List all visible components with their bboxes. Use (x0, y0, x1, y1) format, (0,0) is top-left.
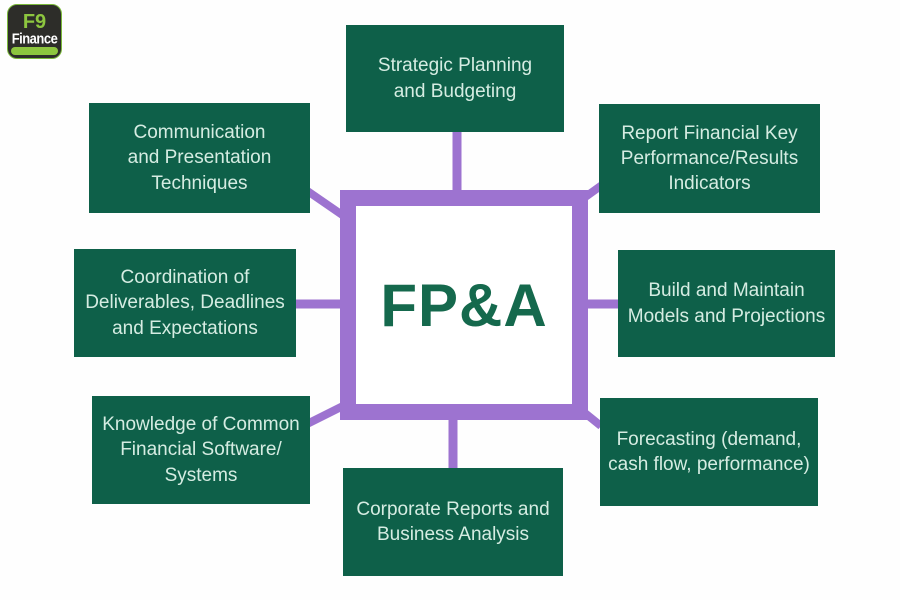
node-strategic-planning: Strategic Planning and Budgeting (346, 25, 564, 132)
center-node-fpa: FP&A (340, 190, 588, 420)
node-software-knowledge: Knowledge of Common Financial Software/ … (92, 396, 310, 504)
node-report-kpi-label: Report Financial Key Performance/Results… (620, 122, 799, 195)
node-forecasting-label: Forecasting (demand, cash flow, performa… (608, 428, 810, 475)
node-communication: Communication and Presentation Technique… (89, 103, 310, 213)
logo-green-bar (11, 47, 58, 55)
node-build-models-label: Build and Maintain Models and Projection… (627, 280, 826, 327)
f9-finance-logo: F9 Finance (7, 4, 62, 59)
node-coordination: Coordination of Deliverables, Deadlines … (74, 249, 296, 357)
node-communication-label: Communication and Presentation Technique… (127, 122, 272, 194)
center-node-label: FP&A (380, 271, 548, 339)
node-coordination-label: Coordination of Deliverables, Deadlines … (85, 267, 285, 339)
node-corporate-reports: Corporate Reports and Business Analysis (343, 468, 563, 576)
node-corporate-reports-label: Corporate Reports and Business Analysis (356, 498, 550, 545)
node-report-kpi: Report Financial Key Performance/Results… (599, 104, 820, 213)
node-software-knowledge-label: Knowledge of Common Financial Software/ … (102, 414, 300, 486)
node-forecasting: Forecasting (demand, cash flow, performa… (600, 398, 818, 506)
logo-text-f9: F9 (22, 11, 47, 33)
node-build-models: Build and Maintain Models and Projection… (618, 250, 835, 357)
node-strategic-planning-label: Strategic Planning and Budgeting (377, 55, 533, 102)
logo-text-finance: Finance (11, 30, 58, 47)
